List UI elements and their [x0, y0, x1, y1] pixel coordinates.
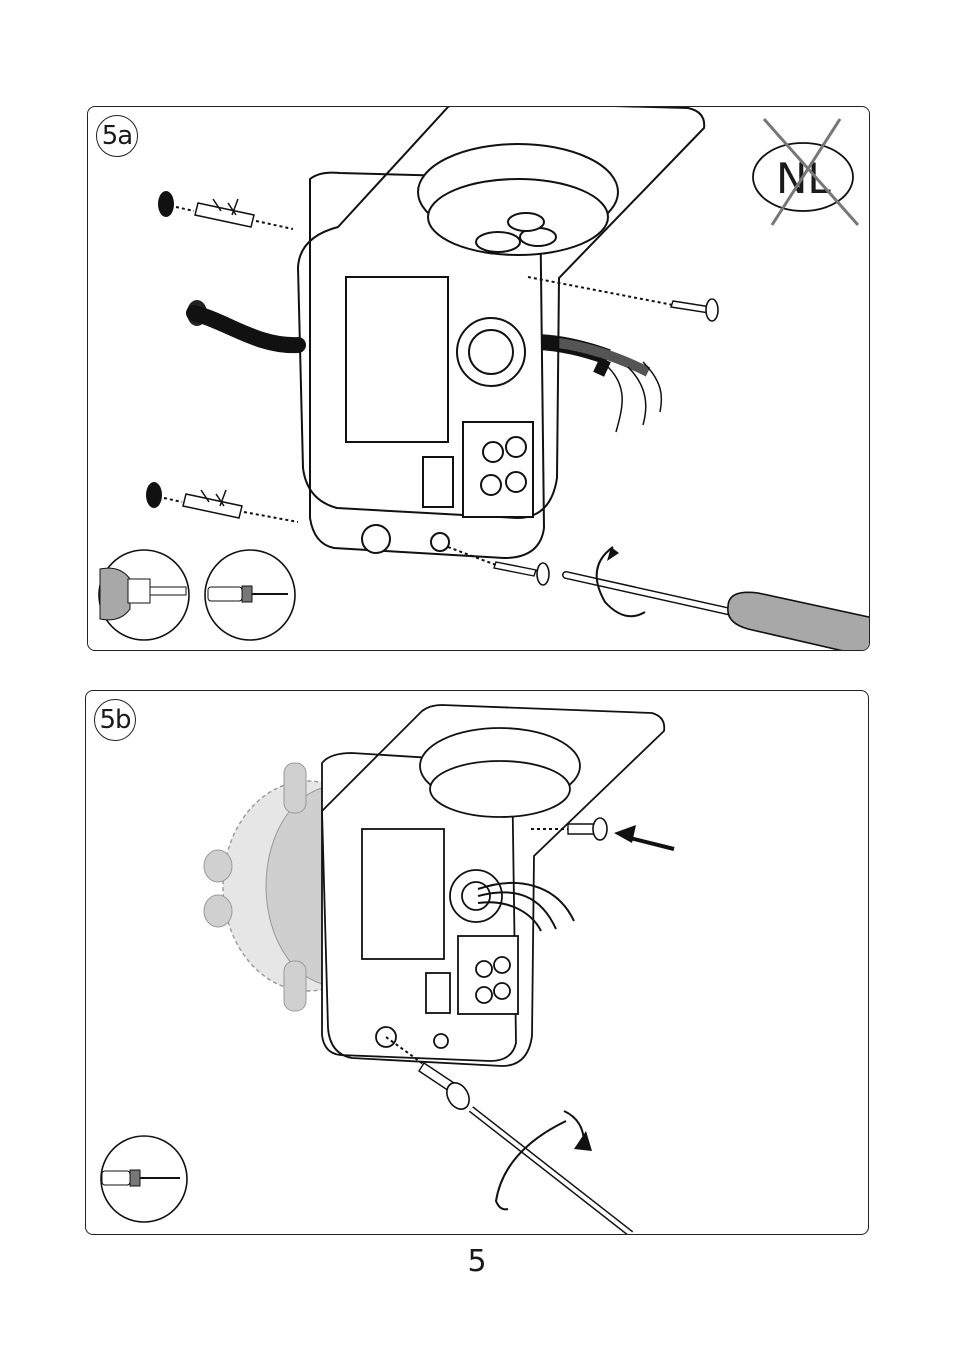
wall-plug-top: [158, 191, 293, 229]
lamp-housing: [298, 107, 704, 558]
screwdriver-tool: [566, 547, 869, 650]
step-5a-illustration: NL: [88, 107, 869, 650]
drill-icon: [99, 550, 189, 640]
nl-badge-text: NL: [776, 154, 831, 203]
step-5b-illustration: [86, 691, 868, 1234]
step-label-5a: 5a: [96, 115, 138, 157]
wall-plug-bottom: [146, 482, 298, 522]
nl-crossed-badge: NL: [753, 119, 858, 225]
screwdriver-phillips-icon: [205, 550, 295, 640]
screw-top: [531, 818, 674, 849]
screw-right: [528, 277, 718, 321]
step-5a-panel: NL 5a: [87, 106, 870, 651]
page-number: 5: [0, 1244, 954, 1279]
step-5b-panel: 5b: [85, 690, 869, 1235]
step-label-5b: 5b: [94, 699, 136, 741]
flat-screwdriver: [471, 1109, 631, 1234]
screwdriver-flat-icon: [101, 1136, 187, 1222]
